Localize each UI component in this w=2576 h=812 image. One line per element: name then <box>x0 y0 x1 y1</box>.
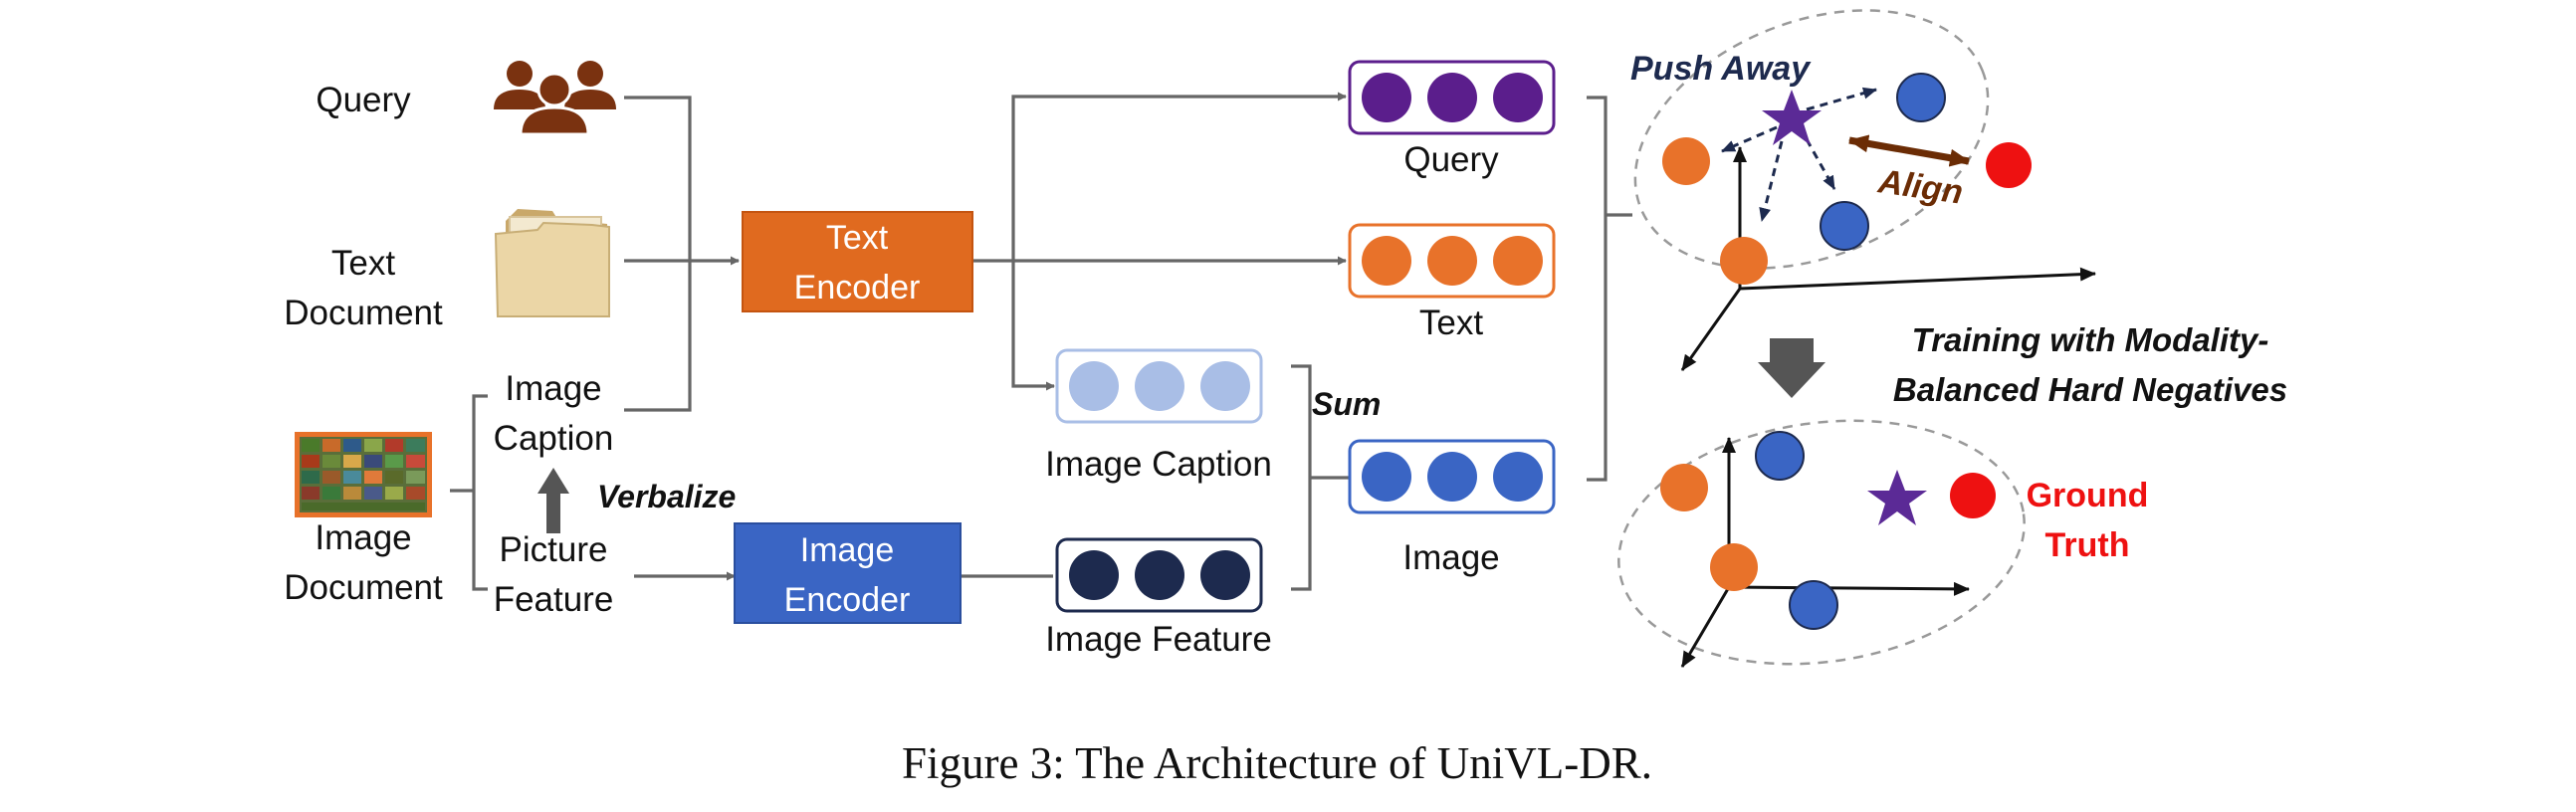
training-label-line2: Balanced Hard Negatives <box>1893 371 2287 408</box>
image-document-label-line1: Image <box>315 518 411 557</box>
image-negative-dot <box>1896 73 1946 122</box>
figure-caption: Figure 3: The Architecture of UniVL-DR. <box>902 738 1652 788</box>
image-feature-embedding-label: Image Feature <box>1045 620 1272 659</box>
push-away-arrows <box>1721 87 1877 222</box>
text-negative-dot-2 <box>1720 237 1768 285</box>
text-negative-dot <box>1662 137 1710 185</box>
query-embedding <box>1348 60 1556 135</box>
image-split-brace <box>472 394 488 591</box>
query-input-label: Query <box>316 81 411 119</box>
image-encoder-box: Image Encoder <box>734 522 962 624</box>
image-caption-input-line1: Image <box>505 369 601 408</box>
image-feature-embedding <box>1055 537 1263 613</box>
text-document-label-line2: Document <box>284 294 443 332</box>
text-encoder-label-line2: Encoder <box>794 269 921 306</box>
text-embedding-label: Text <box>1419 304 1483 342</box>
to-query-embedding-arrow <box>1011 92 1347 261</box>
embedding-space-after-boundary <box>1617 419 2026 666</box>
training-down-arrow <box>1758 338 1825 398</box>
image-caption-embedding-label: Image Caption <box>1045 445 1272 484</box>
embedding-group-brace <box>1587 96 1608 482</box>
text-dot-after-2 <box>1710 543 1758 591</box>
sum-brace <box>1291 364 1312 591</box>
align-label: Align <box>1875 162 1965 212</box>
text-encoder-label-line1: Text <box>826 219 889 257</box>
folder-icon <box>494 209 610 317</box>
query-star-icon <box>1762 90 1822 145</box>
text-embedding <box>1348 223 1556 299</box>
embedding-space-before-boundary <box>1633 9 1990 270</box>
image-document-label-line2: Document <box>284 568 443 607</box>
text-encoder-box: Text Encoder <box>742 211 973 312</box>
training-label-line1: Training with Modality- <box>1912 321 2269 358</box>
ground-truth-label-line1: Ground <box>2027 477 2149 514</box>
positive-dot <box>1986 142 2032 188</box>
picture-feature-input-line1: Picture <box>500 530 608 569</box>
push-away-label: Push Away <box>1630 50 1812 88</box>
sum-label: Sum <box>1312 386 1381 422</box>
users-icon <box>494 61 616 136</box>
to-caption-embedding-arrow <box>1011 261 1055 391</box>
text-document-label-line1: Text <box>331 244 395 283</box>
ground-truth-dot <box>1950 473 1996 518</box>
image-encoder-label-line2: Encoder <box>784 581 911 619</box>
image-caption-input-line2: Caption <box>494 419 614 458</box>
verbalize-label: Verbalize <box>597 479 736 514</box>
query-star-after-icon <box>1867 470 1927 525</box>
image-embedding-label: Image <box>1402 538 1499 577</box>
text-dot-after <box>1660 464 1708 511</box>
picture-feature-input-line2: Feature <box>494 580 614 619</box>
ground-truth-label-line2: Truth <box>2045 526 2130 564</box>
image-caption-embedding <box>1055 348 1263 424</box>
image-negative-dot-2 <box>1820 201 1869 251</box>
image-embedding <box>1348 439 1556 514</box>
query-caption-connector <box>624 96 692 412</box>
verbalize-arrow <box>537 468 569 533</box>
image-document-icon <box>295 432 432 517</box>
query-embedding-label: Query <box>1403 140 1499 179</box>
image-encoder-label-line1: Image <box>800 531 895 569</box>
image-dot-after <box>1755 431 1805 481</box>
align-arrow <box>1848 134 1970 167</box>
image-dot-after-2 <box>1789 580 1838 630</box>
